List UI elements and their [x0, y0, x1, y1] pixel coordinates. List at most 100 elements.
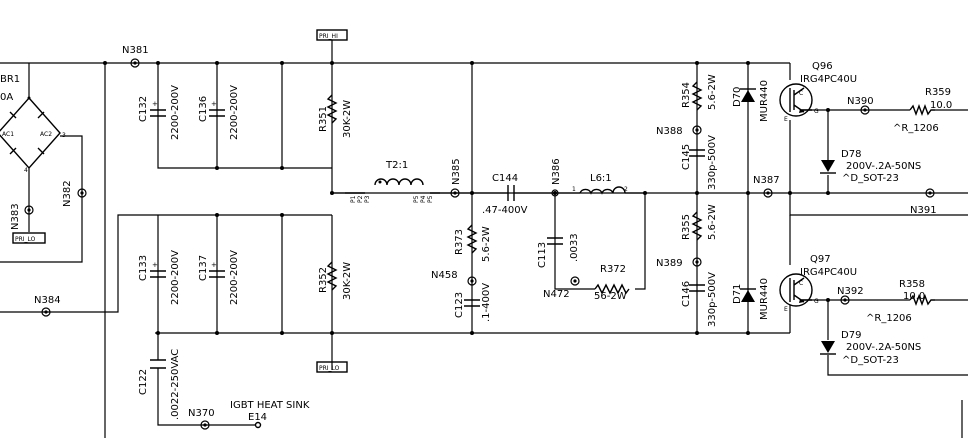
diode-d71: D71 MUR440 [732, 278, 770, 320]
net-n392: N392 [837, 286, 864, 297]
pri-hi-label: PRI_HI [319, 33, 338, 40]
c144-value: .47-400V [482, 205, 528, 216]
t2-pin-l3: P3 [364, 195, 371, 203]
net-n472: N472 [543, 289, 570, 300]
l6-ref: L6:1 [590, 173, 612, 184]
resistor-r373: R373 5.6-2W [454, 224, 492, 262]
d79-ref: D79 [841, 330, 861, 341]
igbt-q97: Q97 IRG4PC40U C E G [779, 254, 857, 313]
net-n389: N389 [656, 258, 683, 269]
c137-ref: C137 [198, 255, 209, 281]
inductor-l6: L6:1 1 2 [572, 173, 628, 195]
r351-value: 30K-2W [342, 100, 353, 138]
svg-text:+: + [152, 261, 158, 269]
test-points [24, 58, 935, 430]
c136-value: 2200-200V [229, 85, 240, 140]
net-n383: N383 [10, 203, 21, 230]
c123-value: .1-400V [481, 283, 492, 322]
t2-ref: T2:1 [385, 160, 408, 171]
diode-d70: D70 MUR440 [732, 80, 770, 122]
br1-ref: BR1 [0, 74, 20, 85]
c123-ref: C123 [454, 292, 465, 318]
d79-value: 200V-.2A-50NS [846, 342, 921, 353]
e14-ref: E14 [248, 412, 267, 423]
resistor-r352: R352 30K-2W [318, 261, 353, 300]
r359-value: 10.0 [930, 100, 952, 111]
t2-pin-r3: P5 [427, 195, 434, 203]
d78-value: 200V-.2A-50NS [846, 161, 921, 172]
pri-lo-left-label: PRI_LO [15, 236, 36, 243]
resistor-r358: R358 10.0 ^R_1206 [866, 279, 935, 324]
d70-ref: D70 [732, 87, 743, 107]
r358-value: 10.0 [903, 291, 925, 302]
junctions [103, 61, 830, 335]
test-point-centers [27, 61, 932, 427]
r358-ref: R358 [899, 279, 925, 290]
net-n384: N384 [34, 295, 61, 306]
resistor-r351: R351 30K-2W [318, 94, 353, 138]
c132-value: 2200-200V [170, 85, 181, 140]
t2-pin-r2: P4 [420, 195, 427, 203]
capacitor-c123: C123 .1-400V [454, 283, 492, 322]
r359-ref: R359 [925, 87, 951, 98]
r355-ref: R355 [681, 214, 692, 240]
l6-pin1: 1 [572, 186, 576, 193]
c145-value: 330p-500V [707, 135, 718, 190]
t2-pin-r1: P5 [413, 195, 420, 203]
diode-d78: D78 200V-.2A-50NS ^D_SOT-23 [820, 149, 921, 184]
d78-package: ^D_SOT-23 [842, 173, 899, 184]
c144-ref: C144 [492, 173, 518, 184]
c133-ref: C133 [138, 255, 149, 281]
r372-ref: R372 [600, 264, 626, 275]
net-n388: N388 [656, 126, 683, 137]
br1-value: 0A [0, 92, 13, 103]
net-n370: N370 [188, 408, 215, 419]
c122-value: .0022-250VAC [170, 349, 181, 420]
port-pri-lo-left: PRI_LO [12, 232, 46, 244]
r354-ref: R354 [681, 82, 692, 108]
r352-value: 30K-2W [342, 262, 353, 300]
r355-value: 5.6-2W [707, 204, 718, 240]
transformer-t2: T2:1 P1 P2 P3 P5 P4 P5 [345, 160, 440, 203]
capacitor-c136: + C136 2200-200V [198, 85, 240, 140]
net-n391: N391 [910, 205, 937, 216]
c136-ref: C136 [198, 96, 209, 122]
capacitor-c146: C146 330p-500V [681, 272, 718, 327]
capacitor-c144: C144 .47-400V [482, 173, 528, 216]
c146-ref: C146 [681, 281, 692, 307]
net-labels: N381 N382 N383 N384 N370 N385 N386 N458 … [10, 45, 937, 419]
svg-text:+: + [211, 100, 217, 108]
wires [0, 40, 968, 438]
c145-ref: C145 [681, 144, 692, 170]
c132-ref: C132 [138, 96, 149, 122]
r373-ref: R373 [454, 229, 465, 255]
c133-value: 2200-200V [170, 250, 181, 305]
t2-pin-l1: P1 [350, 195, 357, 203]
net-n381: N381 [122, 45, 149, 56]
t2-pin-l2: P2 [357, 195, 364, 203]
c137-value: 2200-200V [229, 250, 240, 305]
pri-lo-label: PRI_LO [319, 365, 340, 372]
capacitor-c113: C113 .0033 [537, 233, 580, 268]
br1-pin-ac2: AC2 [40, 131, 52, 138]
q97-pin-g: G [814, 298, 819, 305]
q96-ref: Q96 [812, 61, 833, 72]
q96-pin-e: E [784, 116, 788, 123]
capacitor-c122: C122 .0022-250VAC [138, 349, 181, 420]
resistor-r372: R372 56-2W [594, 264, 630, 302]
heat-sink-e14: IGBT HEAT SINK E14 [230, 400, 310, 429]
br1-pin4: 4 [24, 167, 28, 174]
resistor-r359: R359 10.0 ^R_1206 [893, 87, 952, 134]
svg-text:+: + [211, 261, 217, 269]
r351-ref: R351 [318, 106, 329, 132]
r373-value: 5.6-2W [481, 226, 492, 262]
br1-pin3: 3 [62, 132, 66, 139]
net-n382: N382 [62, 180, 73, 207]
r359-package: ^R_1206 [893, 123, 939, 134]
net-n390: N390 [847, 96, 874, 107]
capacitor-c145: C145 330p-500V [681, 135, 718, 190]
br1-pin-ac1: AC1 [2, 131, 14, 138]
resistor-r354: R354 5.6-2W [681, 74, 718, 111]
bridge-rectifier-br1: BR1 0A AC1 AC2 3 4 [0, 74, 66, 174]
